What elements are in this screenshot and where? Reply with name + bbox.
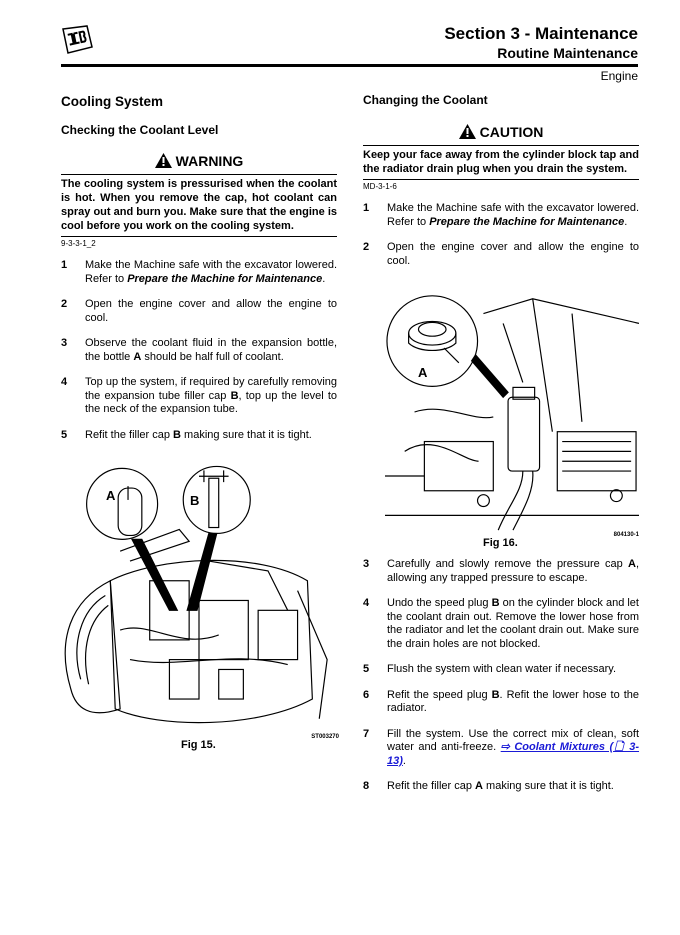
step-text: Observe the coolant fluid in the expansi… (85, 337, 337, 363)
left-column: Cooling System Checking the Coolant Leve… (61, 94, 339, 751)
caution-code: MD-3-1-6 (363, 182, 397, 191)
step-bold: B (173, 428, 181, 441)
fig15-caption: Fig 15. (181, 739, 216, 751)
step-text: Undo the speed plug (387, 597, 492, 609)
topic-label: Engine (600, 69, 638, 83)
step-text: . (624, 215, 628, 228)
left-step-4: 4 Top up the system, if required by caref… (61, 376, 337, 417)
right-step-2: 2 Open the engine cover and allow the eng… (363, 241, 639, 268)
fig16-code: 804130-1 (613, 532, 639, 538)
step-text: Open the engine cover and allow the engi… (85, 298, 337, 324)
left-step-1: 1 Make the Machine safe with the excavato… (61, 259, 337, 286)
step-text: , top up the level to the neck of the ex… (85, 389, 337, 416)
step-bold: A (475, 780, 483, 792)
step-bold: B (491, 597, 500, 609)
right-step-3: 3 Carefully and slowly remove the pressur… (363, 558, 639, 585)
step-text: should be half full of coolant. (141, 350, 284, 363)
step-text: Flush the system with clean water if nec… (387, 663, 617, 675)
warning-icon (154, 153, 172, 168)
step-text: Top up the system, if required by carefu… (85, 376, 337, 402)
step-number: 2 (61, 298, 68, 310)
fig15-caption-row: ST003270 Fig 15. (61, 734, 339, 751)
step-text: Open the engine cover and allow the engi… (387, 241, 639, 267)
step-number: 4 (61, 376, 68, 388)
step-bold: B (230, 389, 239, 402)
coolant-mixtures-link[interactable]: ⇨ Coolant Mixtures (🗋 3-13) (387, 741, 640, 767)
callout-a: A (106, 488, 116, 503)
right-step-1: 1 Make the Machine safe with the excavato… (363, 202, 639, 229)
callout-b: B (190, 493, 200, 508)
step-text: . (322, 272, 326, 285)
left-step-5: 5 Refit the filler cap B making sure that… (61, 429, 337, 443)
caution-heading: CAUTION (363, 124, 639, 141)
warning-heading: WARNING (61, 153, 337, 170)
step-number: 7 (363, 727, 370, 740)
step-bold: B (491, 688, 500, 701)
step-text: Fill the system. Use the correct mix of … (387, 727, 639, 754)
step-number: 5 (61, 428, 68, 441)
caution-label: CAUTION (479, 124, 544, 140)
fig16-illustration: A (385, 292, 640, 532)
step-reference: Prepare the Machine for Maintenance (127, 272, 323, 285)
step-reference: Prepare the Machine for Maintenance (429, 215, 625, 228)
cooling-system-heading: Cooling System (61, 94, 164, 109)
step-text: . Refit the lower hose to the radiator. (387, 688, 639, 715)
warning-code: 9-3-3-1_2 (61, 239, 96, 248)
step-bold: A (133, 350, 142, 363)
right-step-8: 8 Refit the filler cap A making sure that… (363, 780, 639, 794)
jcb-logo (60, 25, 94, 60)
warning-icon (458, 124, 476, 139)
checking-coolant-heading: Checking the Coolant Level (61, 123, 219, 137)
step-text: Refit the filler cap (85, 428, 174, 441)
right-step-6: 6 Refit the speed plug B. Refit the lower… (363, 689, 639, 716)
right-step-7: 7 Fill the system. Use the correct mix of… (363, 728, 639, 769)
step-number: 3 (61, 337, 68, 349)
warning-text: The cooling system is pressurised when t… (61, 174, 337, 237)
step-number: 3 (363, 558, 370, 570)
right-column: Changing the Coolant CAUTION Keep your f… (363, 93, 640, 794)
step-text: , allowing any trapped pressure to escap… (387, 558, 639, 584)
warning-label: WARNING (175, 153, 244, 169)
step-text: Make the Machine safe with the excavator… (387, 202, 639, 228)
fig16-caption-row: 804130-1 Fig 16. (363, 532, 639, 549)
step-number: 2 (363, 241, 370, 253)
step-bold: A (627, 558, 636, 570)
fig16-caption: Fig 16. (483, 537, 518, 549)
step-text: Refit the filler cap (387, 780, 476, 792)
step-number: 4 (363, 597, 370, 609)
fig15-code: ST003270 (311, 734, 339, 740)
step-number: 5 (363, 663, 370, 675)
section-title: Section 3 - Maintenance (444, 24, 638, 43)
step-text: . (402, 754, 406, 767)
step-number: 1 (61, 259, 68, 271)
callout-a: A (418, 365, 428, 380)
step-number: 1 (363, 202, 370, 214)
fig15-illustration: A B (61, 462, 337, 734)
step-text: making sure that it is tight. (483, 780, 614, 792)
step-number: 6 (363, 688, 370, 701)
step-text: Carefully and slowly remove the pressure… (387, 558, 628, 570)
step-text: making sure that it is tight. (181, 428, 312, 441)
caution-text: Keep your face away from the cylinder bl… (363, 145, 639, 180)
header-rule (61, 64, 638, 67)
step-text: Make the Machine safe with the excavator… (85, 259, 337, 285)
changing-coolant-heading: Changing the Coolant (363, 93, 488, 107)
left-step-2: 2 Open the engine cover and allow the eng… (61, 298, 337, 325)
subsection-title: Routine Maintenance (497, 45, 638, 61)
step-text: Refit the speed plug (387, 688, 492, 701)
step-text: on the cylinder block and let the coolan… (387, 597, 639, 650)
left-step-3: 3 Observe the coolant fluid in the expans… (61, 337, 337, 364)
right-step-5: 5 Flush the system with clean water if ne… (363, 663, 639, 677)
right-step-4: 4 Undo the speed plug B on the cylinder b… (363, 597, 639, 651)
step-number: 8 (363, 780, 370, 792)
